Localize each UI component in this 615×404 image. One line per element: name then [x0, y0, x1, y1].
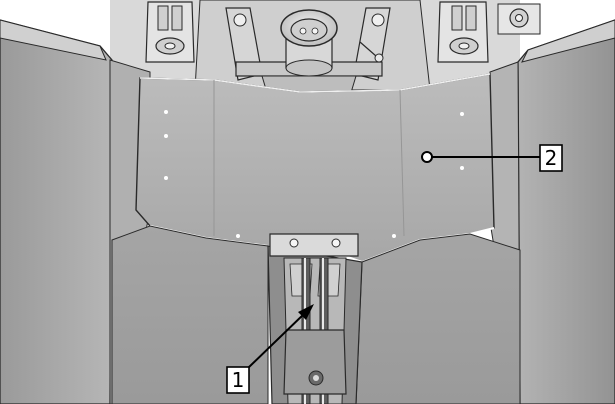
callout-1-label: 1: [232, 368, 245, 392]
callout-1-arrowhead: [298, 304, 314, 320]
lower-right-body: [355, 233, 521, 404]
callout-2: 2: [421, 144, 563, 172]
right-side-panel: [517, 19, 615, 404]
coupling-pipe: [280, 9, 384, 77]
mounting-plate: [269, 233, 359, 257]
callout-2-box: [539, 144, 563, 172]
callout-2-dot: [421, 151, 433, 163]
callout-1-box: [226, 366, 250, 394]
rail-channel: [267, 233, 363, 404]
upper-mechanism: [110, 0, 541, 97]
callout-2-label: 2: [545, 146, 558, 170]
callout-1: 1: [226, 304, 314, 394]
left-side-panel: [0, 19, 113, 404]
callout-1-leader: [247, 311, 307, 369]
